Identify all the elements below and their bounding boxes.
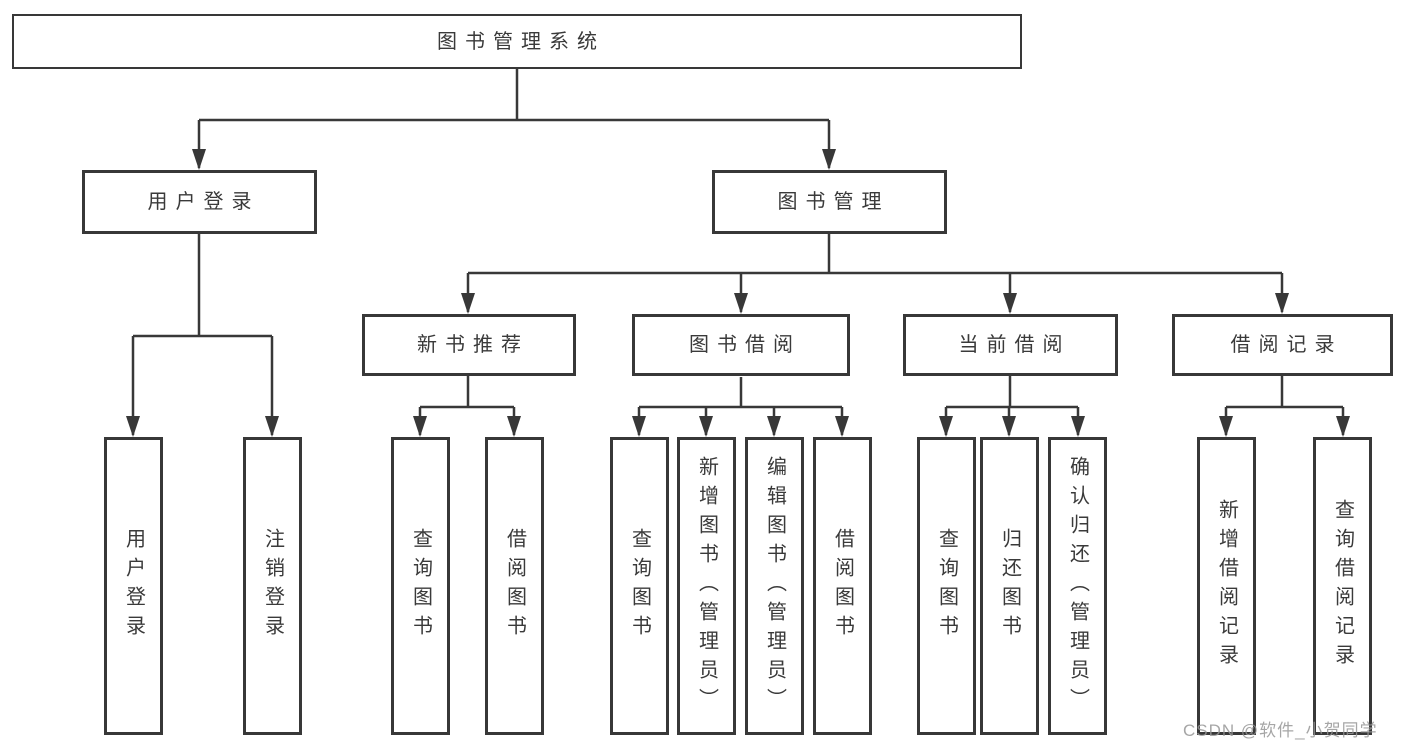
arrowhead-icon xyxy=(734,293,748,314)
node-leaf-newbooks-borrow-books: 借阅图书 xyxy=(485,437,544,735)
node-user-login: 用户登录 xyxy=(82,170,317,234)
node-leaf-borrow-borrow-books-label: 借阅图书 xyxy=(831,528,854,644)
arrowhead-icon xyxy=(699,416,713,437)
node-leaf-user-login-label: 用户登录 xyxy=(122,528,145,644)
node-new-book-recommend: 新书推荐 xyxy=(362,314,576,376)
node-leaf-add-books-admin: 新增图书（管理员） xyxy=(677,437,736,735)
node-new-book-recommend-label: 新书推荐 xyxy=(417,334,529,356)
node-leaf-confirm-return-admin: 确认归还（管理员） xyxy=(1048,437,1107,735)
node-leaf-logout: 注销登录 xyxy=(243,437,302,735)
node-leaf-return-books: 归还图书 xyxy=(980,437,1039,735)
arrowhead-icon xyxy=(1336,416,1350,437)
node-book-management-label: 图书管理 xyxy=(777,191,890,213)
node-current-borrow-label: 当前借阅 xyxy=(958,334,1071,356)
arrowhead-icon xyxy=(632,416,646,437)
arrowhead-icon xyxy=(126,416,140,437)
arrowhead-icon xyxy=(413,416,427,437)
arrowhead-icon xyxy=(767,416,781,437)
node-leaf-newbooks-query-books-label: 查询图书 xyxy=(409,528,432,644)
node-leaf-current-query-books-label: 查询图书 xyxy=(935,528,958,644)
node-borrow-records: 借阅记录 xyxy=(1172,314,1393,376)
node-leaf-borrow-borrow-books: 借阅图书 xyxy=(813,437,872,735)
node-user-login-label: 用户登录 xyxy=(147,191,260,213)
node-current-borrow: 当前借阅 xyxy=(903,314,1118,376)
arrowhead-icon xyxy=(192,149,206,170)
watermark: CSDN @软件_小贺同学 xyxy=(1183,721,1378,740)
node-leaf-borrow-query-books: 查询图书 xyxy=(610,437,669,735)
arrowhead-icon xyxy=(822,149,836,170)
arrowhead-icon xyxy=(1003,293,1017,314)
arrowhead-icon xyxy=(265,416,279,437)
node-borrow-records-label: 借阅记录 xyxy=(1230,334,1343,356)
node-leaf-newbooks-query-books: 查询图书 xyxy=(391,437,450,735)
node-leaf-add-borrow-record: 新增借阅记录 xyxy=(1197,437,1256,735)
node-leaf-logout-label: 注销登录 xyxy=(261,528,284,644)
arrowhead-icon xyxy=(1219,416,1233,437)
node-leaf-newbooks-borrow-books-label: 借阅图书 xyxy=(503,528,526,644)
node-leaf-edit-books-admin: 编辑图书（管理员） xyxy=(745,437,804,735)
node-book-borrow: 图书借阅 xyxy=(632,314,850,376)
arrowhead-icon xyxy=(461,293,475,314)
arrowhead-icon xyxy=(1275,293,1289,314)
node-root-label: 图书管理系统 xyxy=(437,30,605,53)
node-leaf-query-borrow-record-label: 查询借阅记录 xyxy=(1331,499,1354,673)
node-leaf-confirm-return-admin-label: 确认归还（管理员） xyxy=(1066,455,1089,717)
node-book-management: 图书管理 xyxy=(712,170,947,234)
node-leaf-edit-books-admin-label: 编辑图书（管理员） xyxy=(763,455,786,717)
node-leaf-current-query-books: 查询图书 xyxy=(917,437,976,735)
arrowhead-icon xyxy=(1071,416,1085,437)
node-leaf-add-books-admin-label: 新增图书（管理员） xyxy=(695,455,718,717)
node-leaf-query-borrow-record: 查询借阅记录 xyxy=(1313,437,1372,735)
arrowhead-icon xyxy=(507,416,521,437)
node-leaf-borrow-query-books-label: 查询图书 xyxy=(628,528,651,644)
node-leaf-add-borrow-record-label: 新增借阅记录 xyxy=(1215,499,1238,673)
node-leaf-return-books-label: 归还图书 xyxy=(998,528,1021,644)
arrowhead-icon xyxy=(835,416,849,437)
node-root: 图书管理系统 xyxy=(12,14,1022,69)
node-leaf-user-login: 用户登录 xyxy=(104,437,163,735)
arrowhead-icon xyxy=(939,416,953,437)
node-book-borrow-label: 图书借阅 xyxy=(689,334,801,356)
connector-paths xyxy=(131,68,1345,435)
arrowhead-icon xyxy=(1002,416,1016,437)
